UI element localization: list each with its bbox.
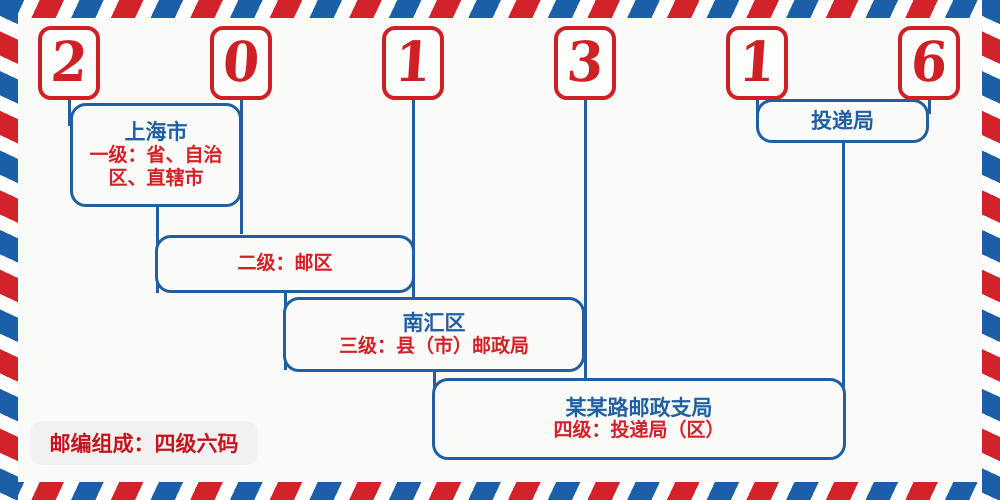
airmail-border-right xyxy=(982,0,1000,500)
connector-delivery-to-level4 xyxy=(842,142,845,420)
level-3-subtitle: 三级：县（市）邮政局 xyxy=(338,334,529,357)
delivery-office-box[interactable]: 投递局 xyxy=(756,99,929,143)
level-3-box[interactable]: 南汇区 三级：县（市）邮政局 xyxy=(283,297,585,372)
delivery-office-title: 投递局 xyxy=(811,108,874,134)
digit-card-2[interactable]: 0 xyxy=(210,26,272,100)
legend-chip: 邮编组成：四级六码 xyxy=(30,421,258,465)
digit-glyph-6: 6 xyxy=(908,30,950,95)
digit-card-6[interactable]: 6 xyxy=(898,26,960,100)
digit-card-4[interactable]: 3 xyxy=(554,26,616,100)
legend-text: 邮编组成：四级六码 xyxy=(49,431,239,456)
connector-digit1-to-level1 xyxy=(68,100,71,126)
digit-glyph-4: 3 xyxy=(564,30,606,95)
level-2-box[interactable]: 二级：邮区 xyxy=(155,235,415,293)
connector-digit4-to-level4 xyxy=(584,100,587,380)
digit-glyph-1: 2 xyxy=(48,30,90,95)
digit-card-1[interactable]: 2 xyxy=(38,26,100,100)
digit-card-5[interactable]: 1 xyxy=(726,26,788,100)
digit-glyph-5: 1 xyxy=(736,30,778,95)
connector-digit6-to-delivery xyxy=(928,100,931,114)
connector-digit3-to-level3 xyxy=(412,100,415,298)
level-2-subtitle: 二级：邮区 xyxy=(237,252,333,275)
level-4-box[interactable]: 某某路邮政支局 四级：投递局（区） xyxy=(432,378,846,460)
level-4-subtitle: 四级：投递局（区） xyxy=(553,419,725,442)
level-1-box[interactable]: 上海市 一级：省、自治区、直辖市 xyxy=(70,103,242,207)
level-4-title: 某某路邮政支局 xyxy=(565,394,713,420)
airmail-border-bottom xyxy=(0,482,1000,500)
digit-glyph-3: 1 xyxy=(392,30,434,95)
digit-card-3[interactable]: 1 xyxy=(382,26,444,100)
level-3-title: 南汇区 xyxy=(402,310,466,336)
digit-glyph-2: 0 xyxy=(220,30,262,95)
level-1-title: 上海市 xyxy=(124,119,188,145)
level-1-subtitle: 一级：省、自治区、直辖市 xyxy=(89,143,223,189)
